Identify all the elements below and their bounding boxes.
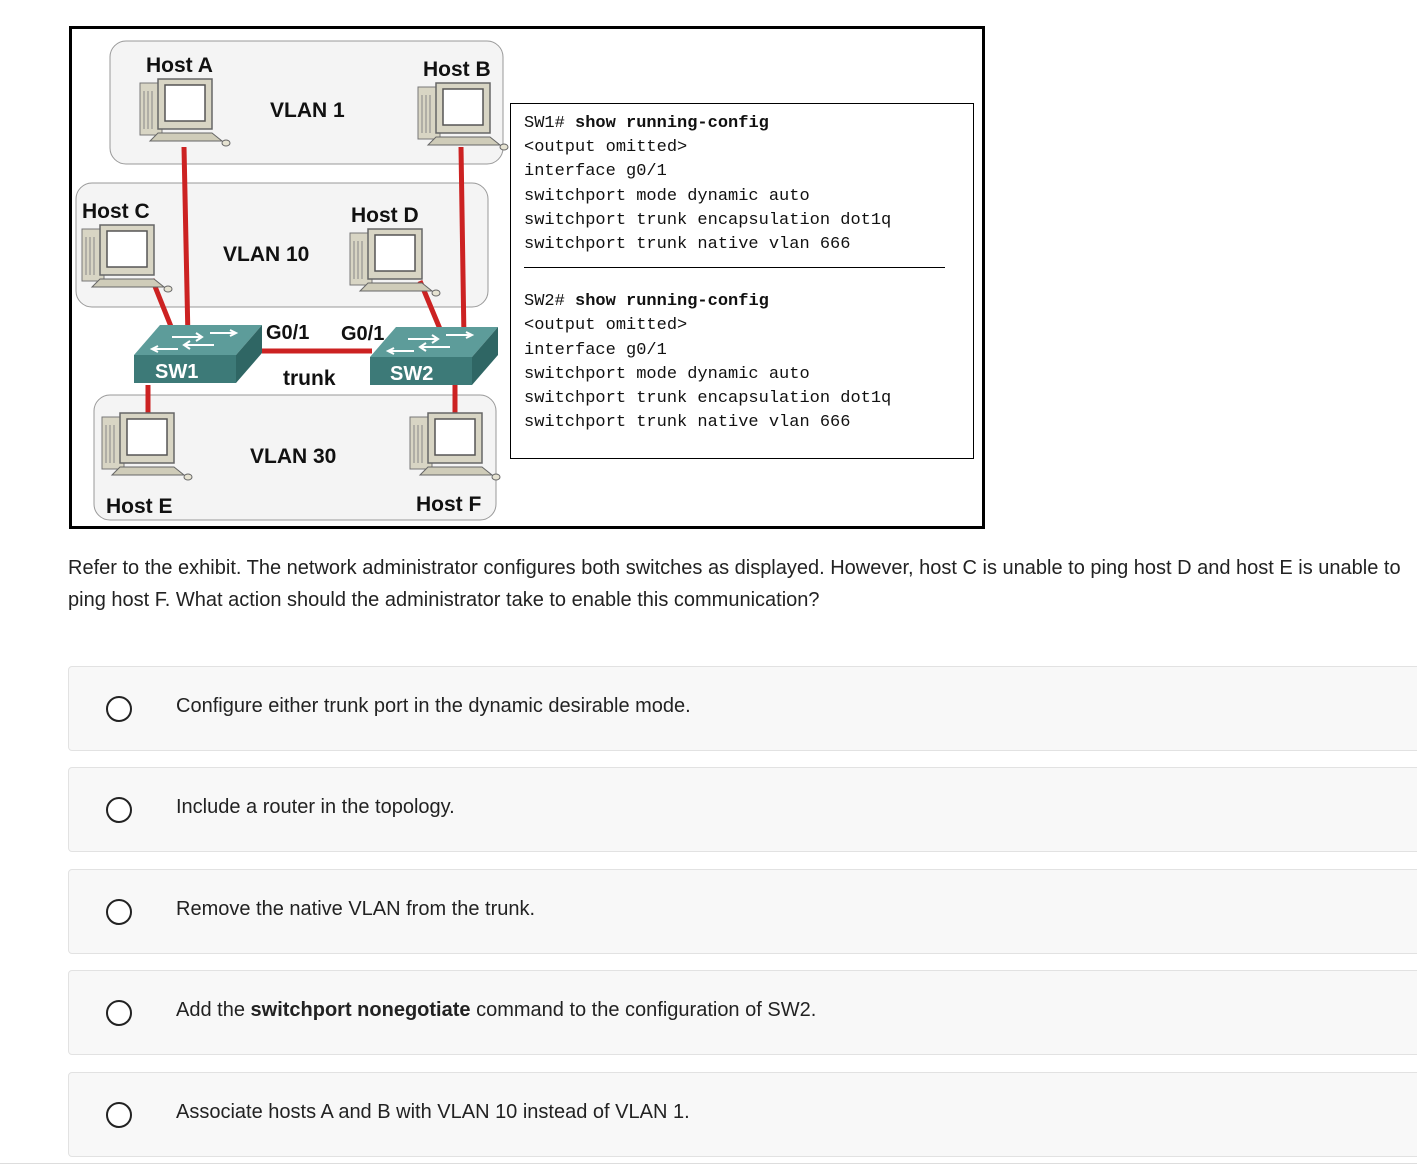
config-line: interface g0/1	[524, 340, 667, 360]
answer-option-3[interactable]: Remove the native VLAN from the trunk.	[68, 869, 1417, 954]
config-line: <output omitted>	[524, 316, 688, 336]
radio-button[interactable]	[106, 1102, 132, 1128]
sw2-prompt: SW2#	[524, 292, 576, 312]
host-c-label: Host C	[82, 200, 150, 223]
vlan10-label: VLAN 10	[223, 243, 309, 266]
radio-button[interactable]	[106, 1000, 132, 1026]
sw2-prompt-line: SW2# show running-config	[524, 290, 973, 314]
config-line: switchport trunk encapsulation dot1q	[524, 389, 892, 409]
running-config-panel: SW1# show running-config <output omitted…	[510, 103, 974, 459]
option-label: Remove the native VLAN from the trunk.	[176, 898, 536, 920]
config-line: switchport mode dynamic auto	[524, 364, 810, 384]
radio-button[interactable]	[106, 899, 132, 925]
config-line: switchport trunk native vlan 666	[524, 235, 851, 255]
question-text: Refer to the exhibit. The network admini…	[68, 557, 1401, 611]
config-line: <output omitted>	[524, 138, 688, 158]
radio-button[interactable]	[106, 797, 132, 823]
host-d-label: Host D	[351, 204, 419, 227]
sw1-prompt-line: SW1# show running-config	[524, 112, 973, 136]
option-label: Associate hosts A and B with VLAN 10 ins…	[176, 1101, 690, 1123]
option-label-pre: Add the	[176, 999, 251, 1021]
sw1-port-label: G0/1	[266, 322, 309, 344]
option-label-command: switchport nonegotiate	[250, 999, 471, 1021]
answer-option-5[interactable]: Associate hosts A and B with VLAN 10 ins…	[68, 1072, 1417, 1157]
host-f-label: Host F	[416, 493, 482, 516]
host-e-label: Host E	[106, 495, 173, 518]
exhibit-figure: Host A Host B Host C Host D Host E Host …	[69, 26, 985, 529]
page-divider	[0, 1163, 1417, 1164]
config-line: interface g0/1	[524, 162, 667, 182]
host-a-label: Host A	[146, 54, 213, 77]
config-line: switchport trunk encapsulation dot1q	[524, 210, 892, 230]
option-label: Configure either trunk port in the dynam…	[176, 695, 691, 717]
trunk-label: trunk	[283, 367, 336, 390]
answer-option-2[interactable]: Include a router in the topology.	[68, 767, 1417, 852]
sw2-port-label: G0/1	[341, 323, 384, 345]
sw1-prompt: SW1#	[524, 114, 576, 133]
vlan30-label: VLAN 30	[250, 445, 336, 468]
config-line: switchport mode dynamic auto	[524, 186, 810, 206]
config-divider	[524, 267, 945, 269]
option-label-post: command to the configuration of SW2.	[470, 999, 817, 1021]
network-topology-diagram: Host A Host B Host C Host D Host E Host …	[75, 40, 509, 521]
option-label: Include a router in the topology.	[176, 796, 455, 818]
vlan30-area	[93, 394, 497, 521]
option-label: Add the switchport nonegotiate command t…	[176, 999, 816, 1022]
sw1-command: show running-config	[575, 114, 769, 133]
sw2-label: SW2	[390, 363, 433, 385]
answer-option-1[interactable]: Configure either trunk port in the dynam…	[68, 666, 1417, 751]
vlan1-label: VLAN 1	[270, 99, 345, 122]
sw1-label: SW1	[155, 361, 198, 383]
config-line: switchport trunk native vlan 666	[524, 413, 851, 433]
sw2-command: show running-config	[575, 292, 769, 312]
radio-button[interactable]	[106, 696, 132, 722]
answer-option-4[interactable]: Add the switchport nonegotiate command t…	[68, 970, 1417, 1055]
host-b-label: Host B	[423, 58, 491, 81]
